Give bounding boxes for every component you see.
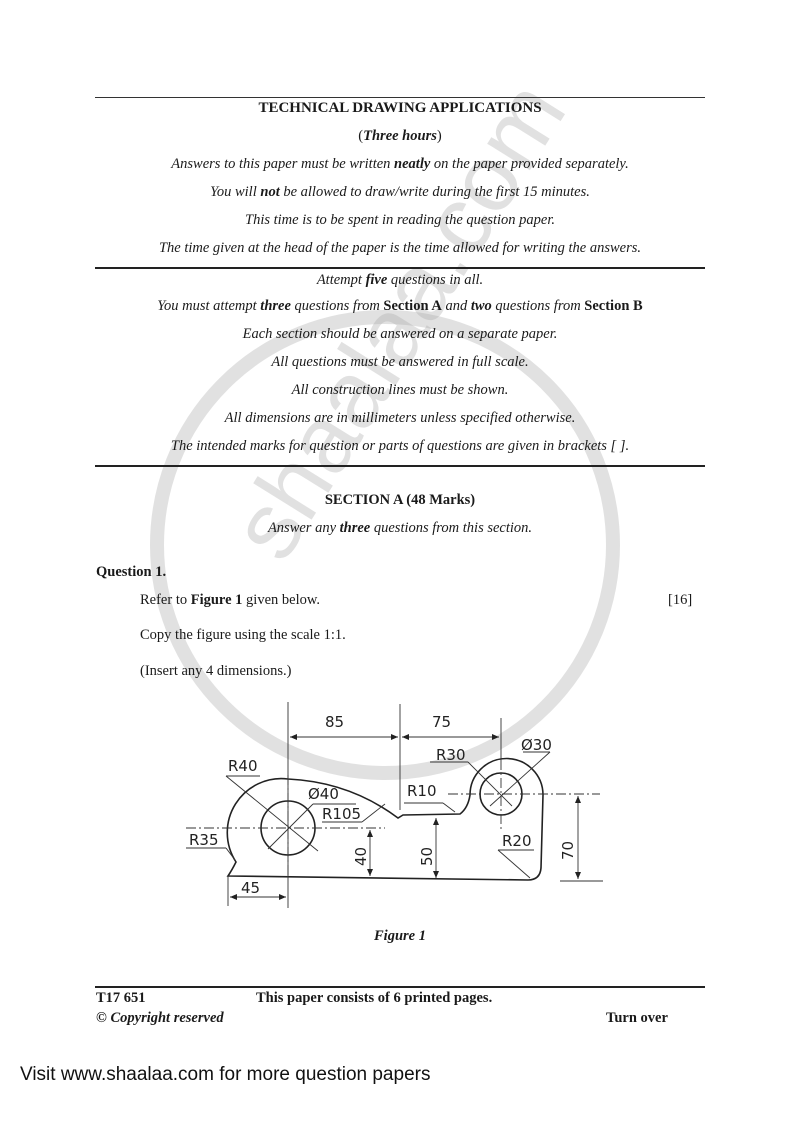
question-marks: [16] (668, 592, 693, 608)
dim-75: 75 (432, 713, 451, 731)
question-line-3: (Insert any 4 dimensions.) (140, 663, 292, 679)
top-rule (95, 97, 705, 98)
rule-line-2: You must attempt three questions from Se… (157, 298, 643, 314)
question-label: Question 1. (96, 564, 167, 580)
duration: (Three hours) (95, 128, 705, 145)
paper-title: TECHNICAL DRAWING APPLICATIONS (258, 100, 542, 116)
dim-40: 40 (352, 847, 370, 866)
footer-rule (95, 986, 705, 988)
dim-dia40: Ø40 (308, 785, 339, 803)
figure-1-drawing: 85 75 R40 R30 Ø30 Ø40 R105 R10 R35 R20 4… (186, 702, 603, 908)
figure-caption: Figure 1 (374, 928, 426, 944)
dim-85: 85 (325, 713, 344, 731)
rule-2 (95, 267, 705, 269)
dim-r20: R20 (502, 832, 532, 850)
rule-line-1: Attempt five questions in all. (316, 272, 484, 288)
duration-text: Three hours (363, 128, 437, 144)
paper-code: T17 651 (96, 990, 146, 1006)
instruction-2: You will not be allowed to draw/write du… (210, 184, 590, 200)
site-link[interactable]: Visit www.shaalaa.com for more question … (20, 1064, 431, 1085)
dim-dia30: Ø30 (521, 736, 552, 754)
rule-line-3: Each section should be answered on a sep… (242, 326, 558, 342)
instruction-1: Answers to this paper must be written ne… (171, 156, 629, 172)
dim-r10: R10 (407, 782, 437, 800)
dim-r105: R105 (322, 805, 361, 823)
rule-3 (95, 465, 705, 467)
instruction-4: The time given at the head of the paper … (158, 240, 642, 256)
instruction-3: This time is to be spent in reading the … (245, 212, 555, 228)
question-line-2: Copy the figure using the scale 1:1. (140, 627, 346, 643)
rule-line-5: All construction lines must be shown. (291, 382, 509, 398)
paren-close: ) (436, 128, 442, 144)
dim-r35: R35 (189, 831, 219, 849)
dim-r30: R30 (436, 746, 466, 764)
rule-line-7: The intended marks for question or parts… (170, 438, 630, 454)
dim-r40: R40 (228, 757, 258, 775)
dim-70: 70 (559, 841, 577, 860)
turn-over: Turn over (606, 1010, 668, 1026)
rule-line-4: All questions must be answered in full s… (271, 354, 529, 370)
page-count: This paper consists of 6 printed pages. (256, 990, 493, 1006)
paren-open: ( (358, 128, 364, 144)
copyright: © Copyright reserved (96, 1010, 224, 1026)
rule-line-6: All dimensions are in millimeters unless… (224, 410, 576, 426)
section-subheading: Answer any three questions from this sec… (267, 520, 533, 536)
section-heading: SECTION A (48 Marks) (324, 492, 476, 508)
question-line-1: Refer to Figure 1 given below. (140, 592, 321, 608)
dim-50: 50 (418, 847, 436, 866)
dim-45: 45 (241, 879, 260, 897)
